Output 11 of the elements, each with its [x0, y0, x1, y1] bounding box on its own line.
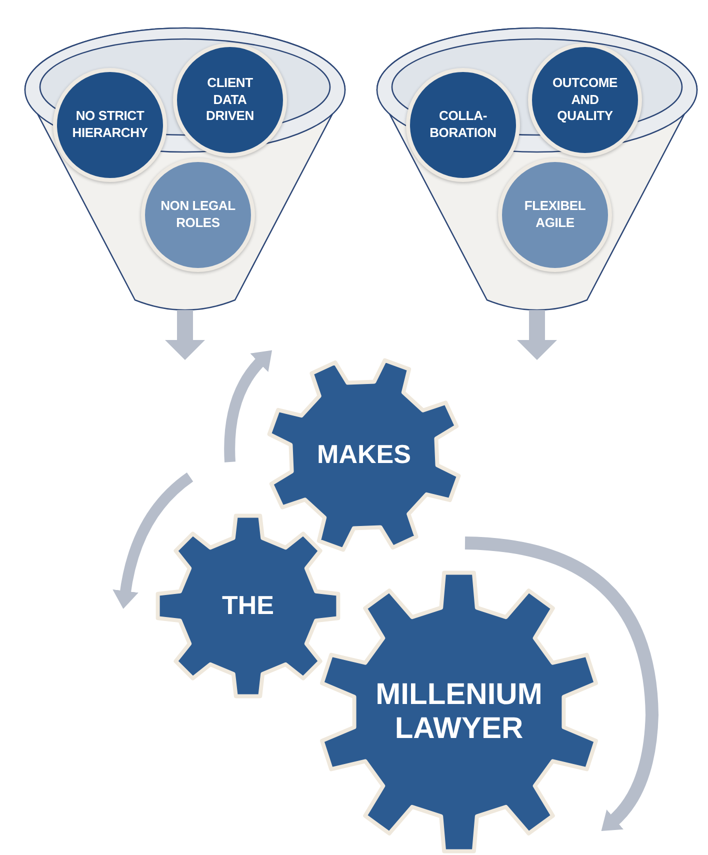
gear-label: THE: [221, 591, 275, 621]
block-arrow: [517, 310, 557, 360]
circle-label: NON LEGAL ROLES: [160, 198, 236, 232]
block-arrow: [165, 310, 205, 360]
circle-label: FLEXIBEL AGILE: [523, 198, 587, 232]
circle-label: NO STRICT HIERARCHY: [71, 108, 149, 142]
gear-label: MILLENIUM LAWYER: [374, 678, 544, 746]
circle-label: COLLA- BORATION: [428, 108, 498, 142]
gear-label: MAKES: [316, 440, 412, 470]
circle-label: CLIENT DATA DRIVEN: [205, 74, 255, 126]
circle-label: OUTCOME AND QUALITY: [551, 74, 619, 126]
